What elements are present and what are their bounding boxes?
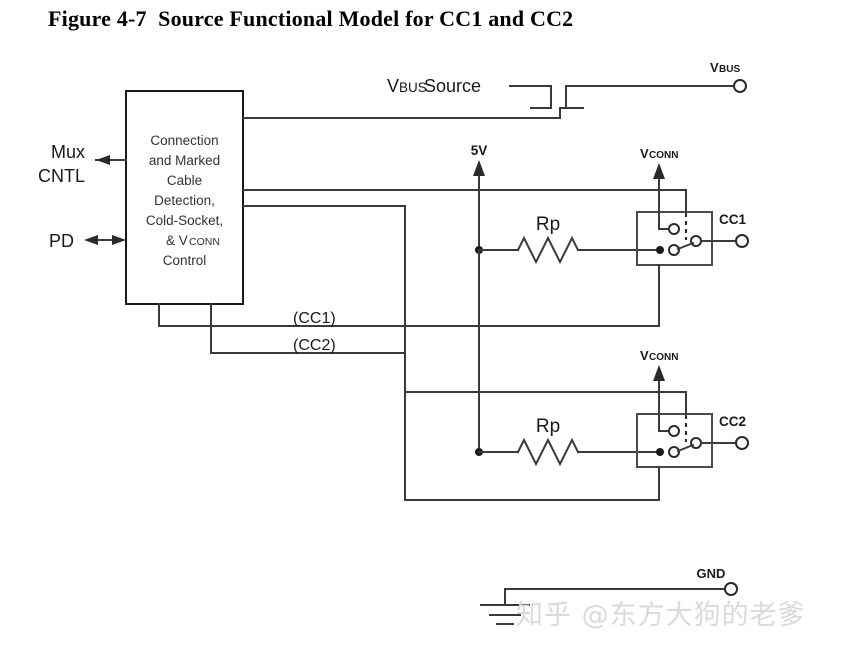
mux-cntl-arrow-icon [96,155,110,165]
cc1-vconn-label-subscript: CONN [649,150,678,161]
cc2-wire-label: (CC2) [293,337,336,354]
cc2-switch-box[interactable] [636,413,713,468]
cc1-switch-blade[interactable] [676,241,695,251]
mux-cntl-label-top: Mux [51,142,85,162]
gnd-label: GND [697,566,726,581]
rp1-resistor-zigzag [516,235,580,265]
pd-arrow-left-icon [84,235,98,245]
cc1-terminal[interactable] [735,234,749,248]
cc1-rp-junction-dot [656,246,664,254]
control-block-line-7: Control [163,253,207,268]
control-block-line-3: Cable [167,173,202,188]
cc2-vconn-label-main: V [640,348,649,363]
cc2-terminal-label: CC2 [719,414,746,429]
cc2-rp-junction-dot [656,448,664,456]
cc1-switch-throw-vconn[interactable] [668,223,680,235]
vbus-rail-label-main: V [710,60,719,75]
cc1-switch-throw-rp[interactable] [668,244,680,256]
cc2-vconn-internal-lead [658,391,670,432]
control-block-line-4: Detection, [154,193,215,208]
five-volt-label: 5V [471,143,488,158]
vbus-source-label-main: V [387,76,399,96]
rp2-label: Rp [536,416,560,437]
cc2-switch-pole[interactable] [690,437,702,449]
cc1-switch-control-wire [242,189,687,214]
pd-arrow-right-icon [112,235,126,245]
vbus-terminal[interactable] [733,79,747,93]
cc1-vconn-arrow-icon [653,163,665,179]
control-block-line-6-prefix: & V [166,233,188,248]
cc2-terminal[interactable] [735,436,749,450]
cc1-switch-pole[interactable] [690,235,702,247]
cc2-vconn-label-subscript: CONN [649,352,678,363]
mux-cntl-label-bottom: CNTL [38,166,85,186]
mosfet-gate-control-wire [242,107,561,119]
cc1-switch-box[interactable] [636,211,713,266]
cc2-switch-throw-rp[interactable] [668,446,680,458]
pd-label: PD [49,231,74,251]
five-volt-arrow-icon [473,160,485,176]
cc2-switch-blade[interactable] [676,443,695,453]
mosfet-drain-to-vbus [565,85,741,109]
vbus-rail-label-subscript: BUS [719,64,740,75]
cc1-vconn-internal-lead [658,189,670,230]
control-block-line-1: Connection [150,133,218,148]
cc1-sense-wire [158,264,660,327]
cc2-switch-throw-vconn[interactable] [668,425,680,437]
watermark: 知乎 @东方大狗的老爹 [516,600,806,631]
cc2-sense-wire [210,303,660,501]
cc1-vconn-label-main: V [640,146,649,161]
control-block-line-5: Cold-Socket, [146,213,223,228]
vbus-source-label-tail: Source [424,76,481,96]
cc1-terminal-label: CC1 [719,212,746,227]
control-block-line-2: and Marked [149,153,220,168]
cc1-wire-label: (CC1) [293,310,336,327]
cc2-vconn-arrow-icon [653,365,665,381]
gnd-terminal[interactable] [724,582,738,596]
rp1-label: Rp [536,214,560,235]
connection-control-block[interactable] [125,90,244,305]
vbus-source-lead [509,85,552,109]
control-block-line-6-subscript: CONN [189,236,220,248]
figure-title: Figure 4-7 Source Functional Model for C… [48,6,574,31]
vbus-source-label-subscript: BUS [399,80,427,95]
rp2-resistor-zigzag [516,437,580,467]
